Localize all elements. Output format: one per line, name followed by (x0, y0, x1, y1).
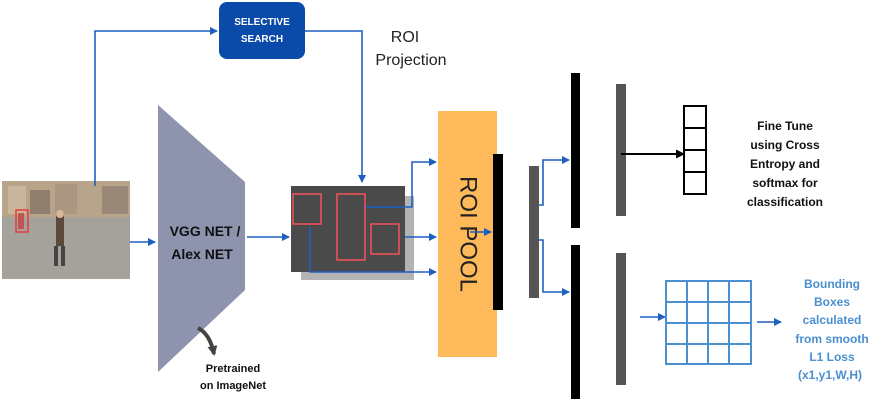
branch-bbox-arrow (539, 239, 570, 296)
pretrained-arrow (196, 326, 218, 356)
fc-layer-1 (493, 154, 503, 310)
roi-pool-block: ROI POOL (438, 111, 497, 357)
backbone-network: VGG NET / Alex NET (158, 105, 245, 372)
selective-search-box: SELECTIVE SEARCH (219, 2, 305, 59)
cls-line-4: softmax for (752, 176, 818, 190)
cls-line-3: Entropy and (750, 157, 820, 171)
cls-fc-layer-2 (616, 84, 626, 216)
roi-box-3 (370, 223, 400, 255)
roi-projection-line2: Projection (375, 52, 446, 69)
bbox-text: Bounding Boxes calculated from smooth L1… (795, 277, 868, 382)
roi-pool-label: ROI POOL (455, 176, 482, 292)
pretrained-line2: on ImageNet (200, 380, 266, 392)
cls-line-2: using Cross (750, 138, 820, 152)
softmax-vector (683, 105, 707, 195)
cls-line-1: Fine Tune (757, 119, 813, 133)
backbone-line1: VGG NET / (170, 223, 241, 239)
feature-to-pool-arrow-3 (309, 227, 437, 276)
input-image (2, 181, 130, 279)
backbone-line2: Alex NET (171, 246, 233, 262)
bbox-line-1: Bounding (804, 277, 860, 291)
selective-search-line1: SELECTIVE (234, 17, 290, 28)
bbox-line-3: calculated (803, 313, 862, 327)
roi-box-1 (292, 193, 322, 225)
bbox-line-6: (x1,y1,W,H) (798, 368, 862, 382)
bbox-line-4: from smooth (795, 332, 868, 346)
bbox-grid (665, 280, 752, 365)
bbox-fc-layer-2 (616, 253, 626, 385)
branch-cls-arrow (539, 156, 570, 206)
fc-layer-2 (529, 166, 539, 298)
image-to-search-arrow (94, 27, 218, 186)
selective-search-line2: SEARCH (241, 34, 283, 45)
bbox-line-5: L1 Loss (809, 350, 855, 364)
roi-projection-line1: ROI (391, 29, 419, 46)
pretrained-line1: Pretrained (206, 363, 260, 375)
search-to-roi-arrow (305, 30, 366, 183)
bbox-fc-layer-1 (571, 245, 580, 399)
classification-text: Fine Tune using Cross Entropy and softma… (747, 119, 823, 209)
cls-line-5: classification (747, 195, 823, 209)
roi-box-2 (336, 193, 366, 261)
feature-to-pool-arrow-1 (366, 158, 437, 208)
cls-fc-layer-1 (571, 73, 580, 228)
bbox-line-2: Boxes (814, 295, 850, 309)
